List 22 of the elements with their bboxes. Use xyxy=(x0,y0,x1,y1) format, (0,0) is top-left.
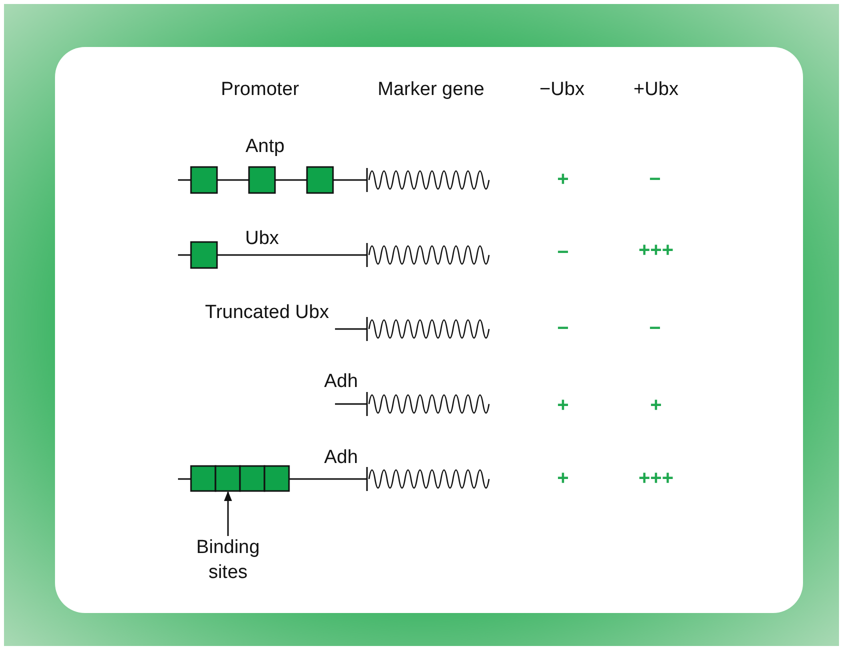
expression-level: +++ xyxy=(638,240,674,262)
expression-level: + xyxy=(557,468,569,490)
expression-level: +++ xyxy=(638,468,674,490)
promoter-name: Truncated Ubx xyxy=(205,302,329,324)
expression-level: + xyxy=(650,394,662,418)
expression-level: − xyxy=(557,318,569,340)
expression-level: − xyxy=(649,318,661,340)
column-header: Promoter xyxy=(220,79,300,101)
expression-level: + xyxy=(557,394,569,418)
promoter-name: Antp xyxy=(245,136,285,158)
binding-site-boxes xyxy=(190,465,290,492)
column-header: +Ubx xyxy=(634,79,678,101)
callout-text: Binding sites xyxy=(183,535,273,585)
column-header: −Ubx xyxy=(540,79,584,101)
column-header: Marker gene xyxy=(378,79,484,101)
promoter-name: Adh xyxy=(324,447,358,469)
expression-level: − xyxy=(649,168,661,192)
expression-level: − xyxy=(557,242,569,264)
expression-level: + xyxy=(557,168,569,192)
leader-arrow xyxy=(224,491,232,536)
promoter-name: Adh xyxy=(324,371,358,393)
promoter-name: Ubx xyxy=(245,228,279,250)
